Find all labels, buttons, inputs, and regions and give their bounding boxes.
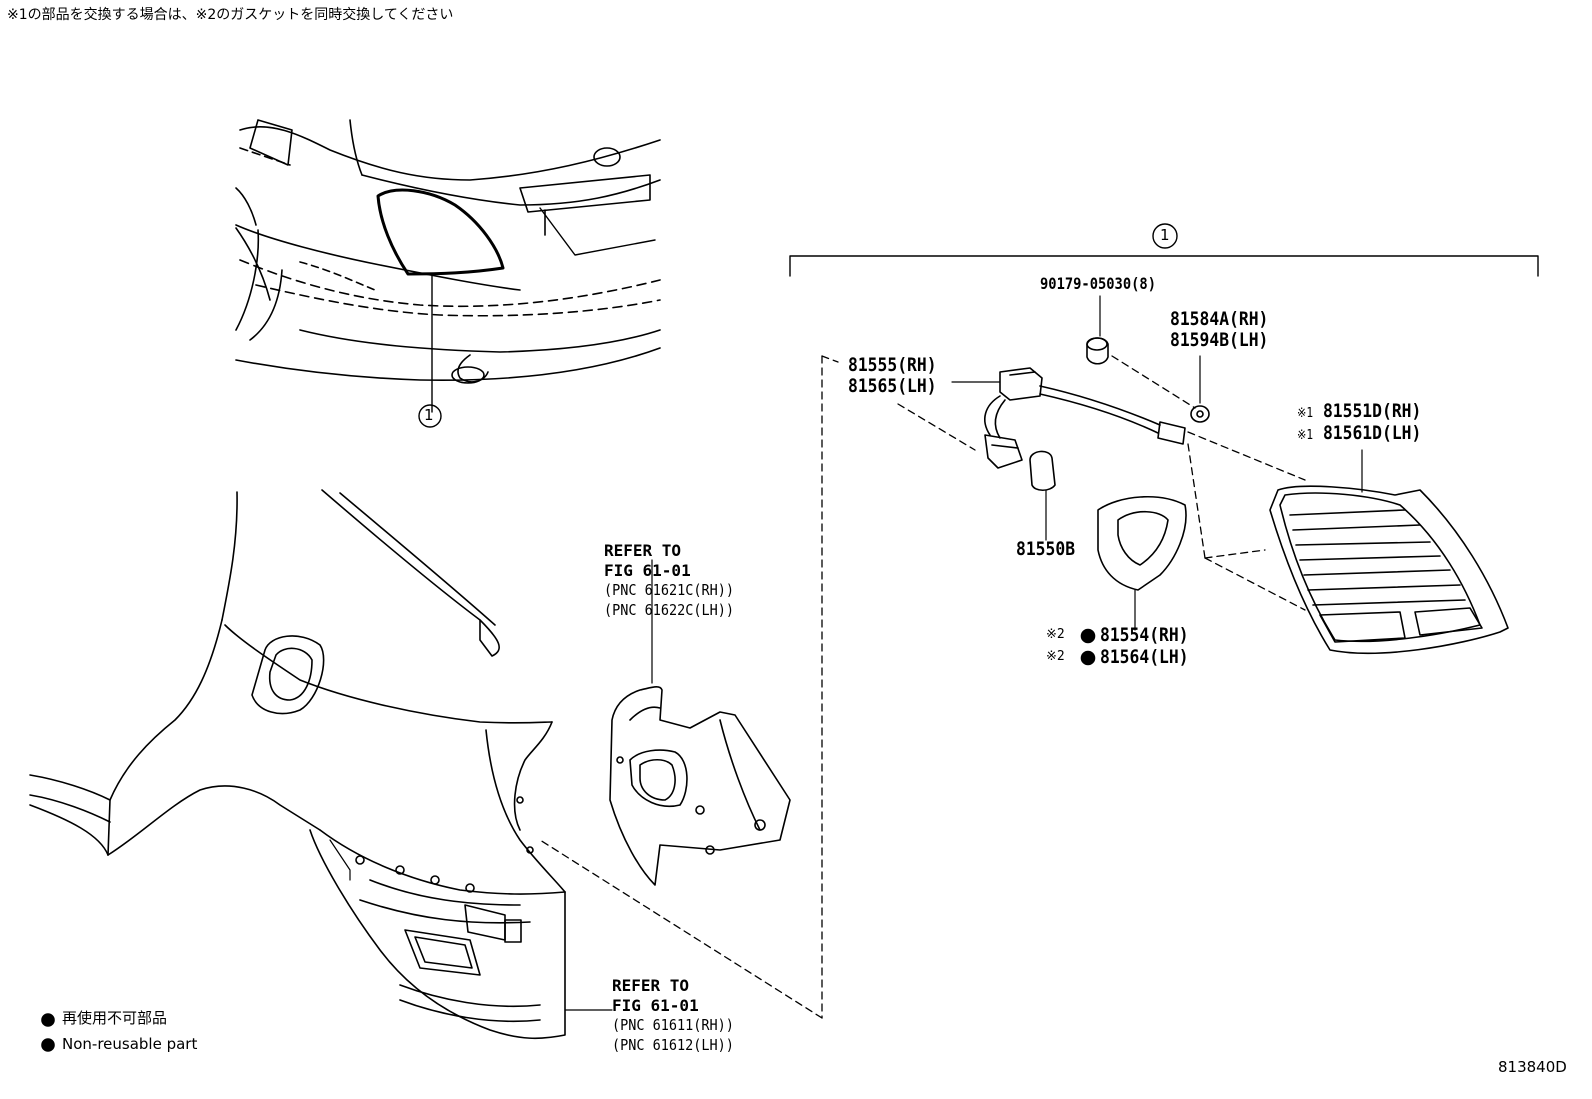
non-reusable-dot-icon xyxy=(1080,650,1096,666)
lamp-mark: ※1 xyxy=(1297,406,1314,421)
grommet-part xyxy=(1190,355,1210,423)
refer-upper-line4: (PNC 61622C(LH)) xyxy=(604,601,735,619)
callout-number-car: 1 xyxy=(424,406,434,424)
legend-jp: 再使用不可部品 xyxy=(62,1009,168,1027)
part-socket-rh: 81555(RH) xyxy=(848,354,937,376)
callout-number-assembly: 1 xyxy=(1160,226,1170,244)
part-bulb: 81550B xyxy=(1016,538,1076,560)
refer-upper-line1: REFER TO xyxy=(604,541,682,560)
assembly-bracket xyxy=(789,223,1539,277)
replacement-note: ※1の部品を交換する場合は、※2のガスケットを同時交換してください xyxy=(7,7,454,23)
gasket-mark-rh: ※2 xyxy=(1046,627,1065,642)
part-grommet-rh: 81584A(RH) xyxy=(1170,308,1269,330)
socket-wire-part xyxy=(951,367,1186,541)
legend-dot-icon xyxy=(41,1013,55,1027)
refer-lower-line3: (PNC 61611(RH)) xyxy=(612,1016,734,1034)
part-lamp-lh: ※1 81561D(LH) xyxy=(1297,422,1422,444)
part-lamp-rh: ※1 81551D(RH) xyxy=(1297,400,1422,422)
car-rear-view xyxy=(235,119,661,428)
tail-lamp-part xyxy=(1269,449,1509,655)
gasket-part xyxy=(1097,496,1187,631)
refer-upper-line3: (PNC 61621C(RH)) xyxy=(604,581,735,599)
gasket-mark-lh: ※2 xyxy=(1046,649,1065,664)
quarter-panel xyxy=(29,489,613,1040)
part-socket-lh: 81565(LH) xyxy=(848,375,937,397)
rear-bracket xyxy=(609,559,791,886)
legend-dot-icon xyxy=(41,1038,55,1052)
figure-id: 813840D xyxy=(1498,1058,1567,1076)
part-gasket-rh: 81554(RH) xyxy=(1100,624,1189,646)
refer-lower-line4: (PNC 61612(LH)) xyxy=(612,1036,734,1054)
refer-lower-line1: REFER TO xyxy=(612,976,690,995)
nut-part xyxy=(1086,295,1109,365)
part-grommet-lh: 81594B(LH) xyxy=(1170,329,1269,351)
refer-lower-line2: FIG 61-01 xyxy=(612,996,699,1015)
assembly-lines xyxy=(539,355,1306,1019)
non-reusable-dot-icon xyxy=(1080,628,1096,644)
lamp-mark: ※1 xyxy=(1297,428,1314,443)
part-gasket-lh: 81564(LH) xyxy=(1100,646,1189,668)
legend-en: Non-reusable part xyxy=(62,1035,198,1053)
part-nut: 90179-05030(8) xyxy=(1040,274,1156,293)
refer-upper-line2: FIG 61-01 xyxy=(604,561,691,580)
